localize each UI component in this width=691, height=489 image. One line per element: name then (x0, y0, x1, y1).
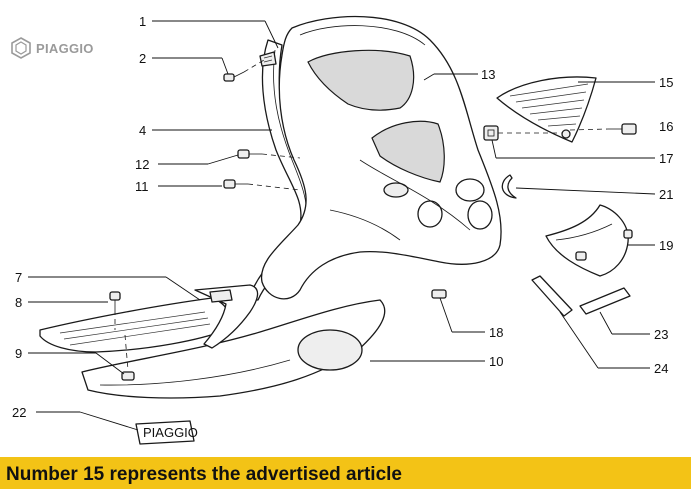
part-12-screw (237, 149, 262, 159)
part-23-strip (579, 287, 631, 315)
part-7-footboard (39, 284, 259, 353)
piaggio-shield-icon (11, 37, 31, 59)
label-17: 17 (659, 151, 673, 166)
label-4: 4 (139, 123, 146, 138)
label-16: 16 (659, 119, 673, 134)
part-21-trim-ring (501, 174, 517, 199)
part-18-stud (431, 289, 447, 299)
label-24: 24 (654, 361, 668, 376)
piaggio-logo: PIAGGIO (10, 37, 94, 59)
part-11-screw (223, 179, 248, 189)
decal-text: PIAGGIO (143, 425, 198, 440)
label-21: 21 (659, 187, 673, 202)
part-24-strip (531, 275, 573, 317)
caption-text: Number 15 represents the advertised arti… (6, 464, 403, 485)
exploded-parts-diagram: PIAGGIO (12, 14, 673, 445)
part-9-clip (121, 371, 135, 381)
label-1: 1 (139, 14, 146, 29)
label-12: 12 (135, 157, 149, 172)
exploded-guide-lines (114, 59, 609, 371)
label-22: 22 (12, 405, 26, 420)
piaggio-logo-text: PIAGGIO (36, 40, 94, 56)
label-8: 8 (15, 295, 22, 310)
part-22-decal: PIAGGIO (135, 420, 198, 445)
label-13: 13 (481, 67, 495, 82)
footboard-ribs (59, 311, 211, 346)
part-10-lower-spoiler (81, 299, 386, 399)
caption-banner: Number 15 represents the advertised arti… (0, 457, 691, 489)
part-8-screw (109, 291, 121, 310)
part-19-tray (545, 204, 633, 277)
label-18: 18 (489, 325, 503, 340)
part-15-glovebox-cover (496, 76, 597, 143)
part-number-labels: 1 2 4 12 11 7 8 9 22 13 15 16 17 21 19 1… (12, 14, 673, 420)
label-23: 23 (654, 327, 668, 342)
part-13-front-shield (259, 15, 502, 300)
label-2: 2 (139, 51, 146, 66)
part-16-screw (608, 123, 637, 135)
label-19: 19 (659, 238, 673, 253)
label-15: 15 (659, 75, 673, 90)
label-7: 7 (15, 270, 22, 285)
label-9: 9 (15, 346, 22, 361)
leader-lines (28, 20, 656, 431)
part-17-clip (483, 125, 499, 141)
part-2-screw (223, 71, 245, 82)
label-11: 11 (135, 179, 149, 194)
label-10: 10 (489, 354, 503, 369)
